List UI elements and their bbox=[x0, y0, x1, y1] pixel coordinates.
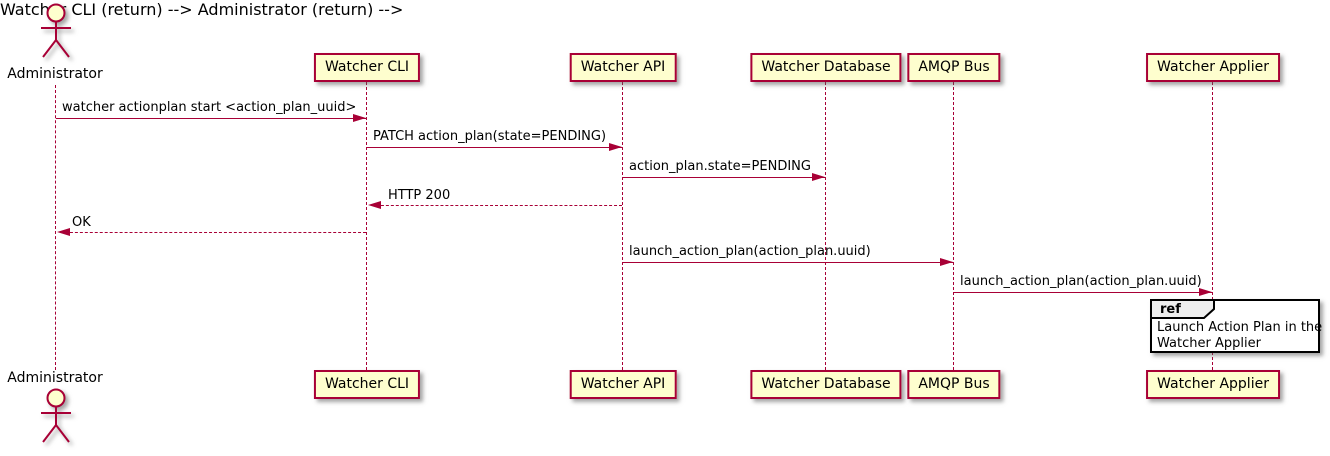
participant-watcher-applier-top: Watcher Applier bbox=[1146, 53, 1280, 82]
ref-keyword: ref bbox=[1160, 302, 1181, 317]
ref-text-line1: Launch Action Plan in the bbox=[1157, 320, 1323, 335]
message-return-arrow bbox=[60, 232, 366, 233]
participant-watcher-cli-bottom: Watcher CLI bbox=[313, 370, 421, 399]
actor-icon bbox=[41, 3, 71, 58]
arrowhead-right-icon bbox=[353, 114, 366, 122]
arrowhead-left-icon bbox=[368, 201, 381, 209]
message-label: HTTP 200 bbox=[388, 188, 451, 203]
participant-amqp-bus-bottom: AMQP Bus bbox=[907, 370, 1001, 399]
message-label: launch_action_plan(action_plan.uuid) bbox=[960, 274, 1202, 289]
lifeline-amqp-bus bbox=[953, 82, 954, 370]
arrowhead-right-icon bbox=[812, 173, 825, 181]
message-arrow bbox=[56, 118, 366, 119]
arrowhead-left-icon bbox=[57, 228, 70, 236]
lifeline-administrator bbox=[55, 85, 56, 370]
ref-tab-shape bbox=[1150, 299, 1215, 319]
participant-watcher-applier-bottom: Watcher Applier bbox=[1146, 370, 1280, 399]
participant-watcher-database-top: Watcher Database bbox=[750, 53, 902, 82]
message-arrow bbox=[623, 262, 953, 263]
lifeline-watcher-api bbox=[622, 82, 623, 370]
participant-watcher-api-bottom: Watcher API bbox=[569, 370, 677, 399]
message-label: PATCH action_plan(state=PENDING) bbox=[373, 129, 607, 144]
message-label: watcher actionplan start <action_plan_uu… bbox=[62, 100, 357, 115]
message-label: launch_action_plan(action_plan.uuid) bbox=[629, 244, 871, 259]
message-label: OK bbox=[72, 215, 91, 230]
actor-icon bbox=[41, 388, 71, 443]
lifeline-watcher-applier bbox=[1212, 82, 1213, 370]
lifeline-watcher-cli bbox=[366, 82, 367, 370]
participant-watcher-api-top: Watcher API bbox=[569, 53, 677, 82]
message-return-arrow bbox=[371, 205, 622, 206]
message-arrow bbox=[367, 147, 622, 148]
actor-label-administrator-bottom: Administrator bbox=[7, 370, 103, 386]
participant-watcher-cli-top: Watcher CLI bbox=[313, 53, 421, 82]
arrowhead-right-icon bbox=[1199, 288, 1212, 296]
arrowhead-right-icon bbox=[940, 258, 953, 266]
message-arrow bbox=[623, 177, 825, 178]
actor-label-administrator-top: Administrator bbox=[7, 66, 103, 82]
ref-fragment: ref Launch Action Plan in the Watcher Ap… bbox=[1150, 299, 1323, 353]
lifeline-watcher-database bbox=[825, 82, 826, 370]
ref-text-line2: Watcher Applier bbox=[1157, 336, 1261, 351]
message-arrow bbox=[954, 292, 1212, 293]
participant-watcher-database-bottom: Watcher Database bbox=[750, 370, 902, 399]
message-label: action_plan.state=PENDING bbox=[629, 159, 811, 174]
participant-amqp-bus-top: AMQP Bus bbox=[907, 53, 1001, 82]
arrowhead-right-icon bbox=[609, 143, 622, 151]
